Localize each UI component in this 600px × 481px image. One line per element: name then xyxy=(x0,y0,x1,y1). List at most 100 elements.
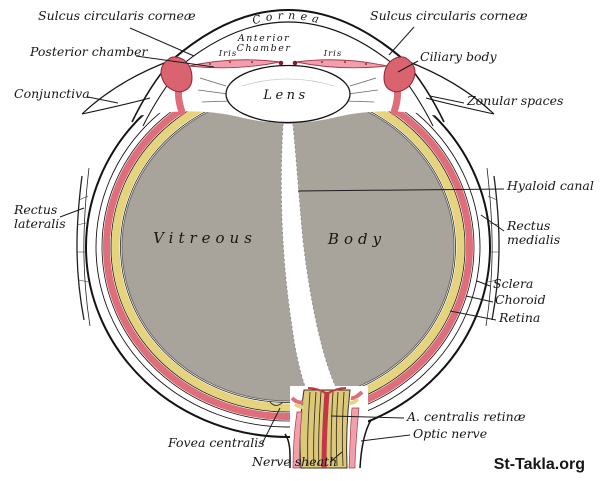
hyaloid-canal-edge-left xyxy=(280,123,309,395)
leader-conjunctiva xyxy=(87,96,119,104)
iris-speckle xyxy=(343,60,347,64)
striation-line xyxy=(330,391,334,467)
pupil-margin-left xyxy=(278,60,284,66)
leader-posterior-chamber xyxy=(135,55,215,68)
conjunctiva-flap-right-upper xyxy=(403,59,495,115)
leader-rectus-medialis xyxy=(480,214,505,232)
central-retinal-artery xyxy=(321,391,330,469)
iris-speckle xyxy=(250,60,254,64)
dura-sheath-left xyxy=(284,433,291,469)
zonule-line xyxy=(347,89,379,95)
label-rectus-medialis-2: medialis xyxy=(507,232,560,247)
label-vitreous: Vitreous xyxy=(153,229,257,247)
label-anterior-chamber-1: Anterior xyxy=(237,33,290,44)
label-fovea-centralis: Fovea centralis xyxy=(167,435,265,450)
leader-optic-nerve xyxy=(360,434,411,442)
label-anterior-chamber-2: Chamber xyxy=(237,43,292,54)
zonule-line xyxy=(199,77,227,87)
leader-a-centralis xyxy=(330,415,405,419)
label-a-centralis: A. centralis retinæ xyxy=(406,409,526,424)
leader-zonular-spaces xyxy=(429,95,465,104)
labels: Sulcus circularis corneæ Posterior chamb… xyxy=(13,8,594,469)
hyaloid-canal-fill xyxy=(281,124,339,394)
muscle-hatch xyxy=(76,195,89,283)
nerve-sheath-pink-right xyxy=(348,407,360,469)
iris-speckle xyxy=(208,62,212,66)
label-sclera: Sclera xyxy=(493,276,533,291)
zonule-line xyxy=(349,77,377,87)
leader-choroid xyxy=(465,295,494,303)
choroid-end-left xyxy=(290,396,304,405)
leader-sclera xyxy=(476,280,491,287)
leader-sulcus-left xyxy=(129,27,195,57)
label-rectus-lateralis-2: lateralis xyxy=(14,216,66,231)
label-ciliary-body: Ciliary body xyxy=(420,49,498,64)
striation-line xyxy=(335,391,339,467)
lens-inner-curve xyxy=(241,78,335,87)
retina-end-right xyxy=(348,397,360,405)
label-iris-left: Iris xyxy=(218,49,238,59)
label-cornea: Cornea xyxy=(251,9,325,27)
conjunctiva-flap-right-lower xyxy=(425,97,495,115)
striation-line xyxy=(307,391,311,467)
rectus-medialis-outer xyxy=(491,175,500,321)
leader-hyaloid-canal xyxy=(297,188,505,192)
artery-branch-left xyxy=(307,387,328,395)
dura-sheath-right xyxy=(359,419,372,469)
label-hyaloid-canal: Hyaloid canal xyxy=(506,178,594,193)
nerve-sheath-pink-left xyxy=(292,411,303,469)
leader-lines xyxy=(59,26,505,463)
artery-branch-right xyxy=(326,387,347,395)
cornea-outer-arc xyxy=(171,9,405,61)
leader-nerve-sheath xyxy=(329,451,343,463)
label-retina: Retina xyxy=(498,310,540,325)
hyaloid-canal-shape xyxy=(280,123,340,395)
label-rectus-medialis-1: Rectus xyxy=(506,218,550,233)
label-iris-right: Iris xyxy=(323,49,343,59)
striation-line xyxy=(341,391,345,467)
iris-speckle xyxy=(320,60,324,64)
label-sulcus-right: Sulcus circularis corneæ xyxy=(370,8,528,23)
label-sulcus-left: Sulcus circularis corneæ xyxy=(38,8,196,23)
leader-ciliary-body xyxy=(397,60,419,73)
label-rectus-lateralis-1: Rectus xyxy=(13,202,57,217)
conjunctiva-flap-left-upper xyxy=(81,59,173,115)
zonule-line xyxy=(197,89,229,95)
conjunctiva-flap-left-lower xyxy=(81,97,151,115)
lens-shape xyxy=(225,64,351,124)
iris-speckle xyxy=(364,62,368,66)
pupil-margin-right xyxy=(292,60,298,66)
leader-retina xyxy=(449,310,497,321)
label-body: Body xyxy=(327,230,386,248)
anterior-segment xyxy=(81,9,495,127)
ciliary-body-left xyxy=(160,56,193,93)
rectus-lateralis-outer xyxy=(76,175,85,321)
iris-speckle xyxy=(228,60,232,64)
nerve-striations xyxy=(307,391,345,467)
label-conjunctiva: Conjunctiva xyxy=(14,86,90,101)
choroid-end-right xyxy=(350,390,364,401)
zonule-fibres xyxy=(197,77,379,103)
rectus-lateralis-inner xyxy=(83,167,91,327)
label-choroid: Choroid xyxy=(495,292,546,307)
iris-speckles xyxy=(208,60,368,66)
optic-nerve-group xyxy=(284,387,372,469)
zonule-line xyxy=(345,100,375,103)
zonule-line xyxy=(201,100,231,103)
fovea-mark xyxy=(269,401,284,407)
label-optic-nerve: Optic nerve xyxy=(413,426,487,441)
leader-fovea xyxy=(261,407,281,445)
cornea-inner-arc xyxy=(182,21,394,65)
striation-line xyxy=(318,391,322,467)
rectus-medialis-inner xyxy=(485,167,493,327)
label-posterior-chamber: Posterior chamber xyxy=(29,44,148,59)
ciliary-body-right xyxy=(383,56,416,93)
leader-sulcus-right xyxy=(388,26,415,56)
watermark-site-name: St-Takla.org xyxy=(494,456,585,473)
label-zonular-spaces: Zonular spaces xyxy=(466,93,563,108)
label-lens: Lens xyxy=(262,88,308,103)
retina-end-left xyxy=(293,402,305,409)
striation-line xyxy=(313,391,317,467)
